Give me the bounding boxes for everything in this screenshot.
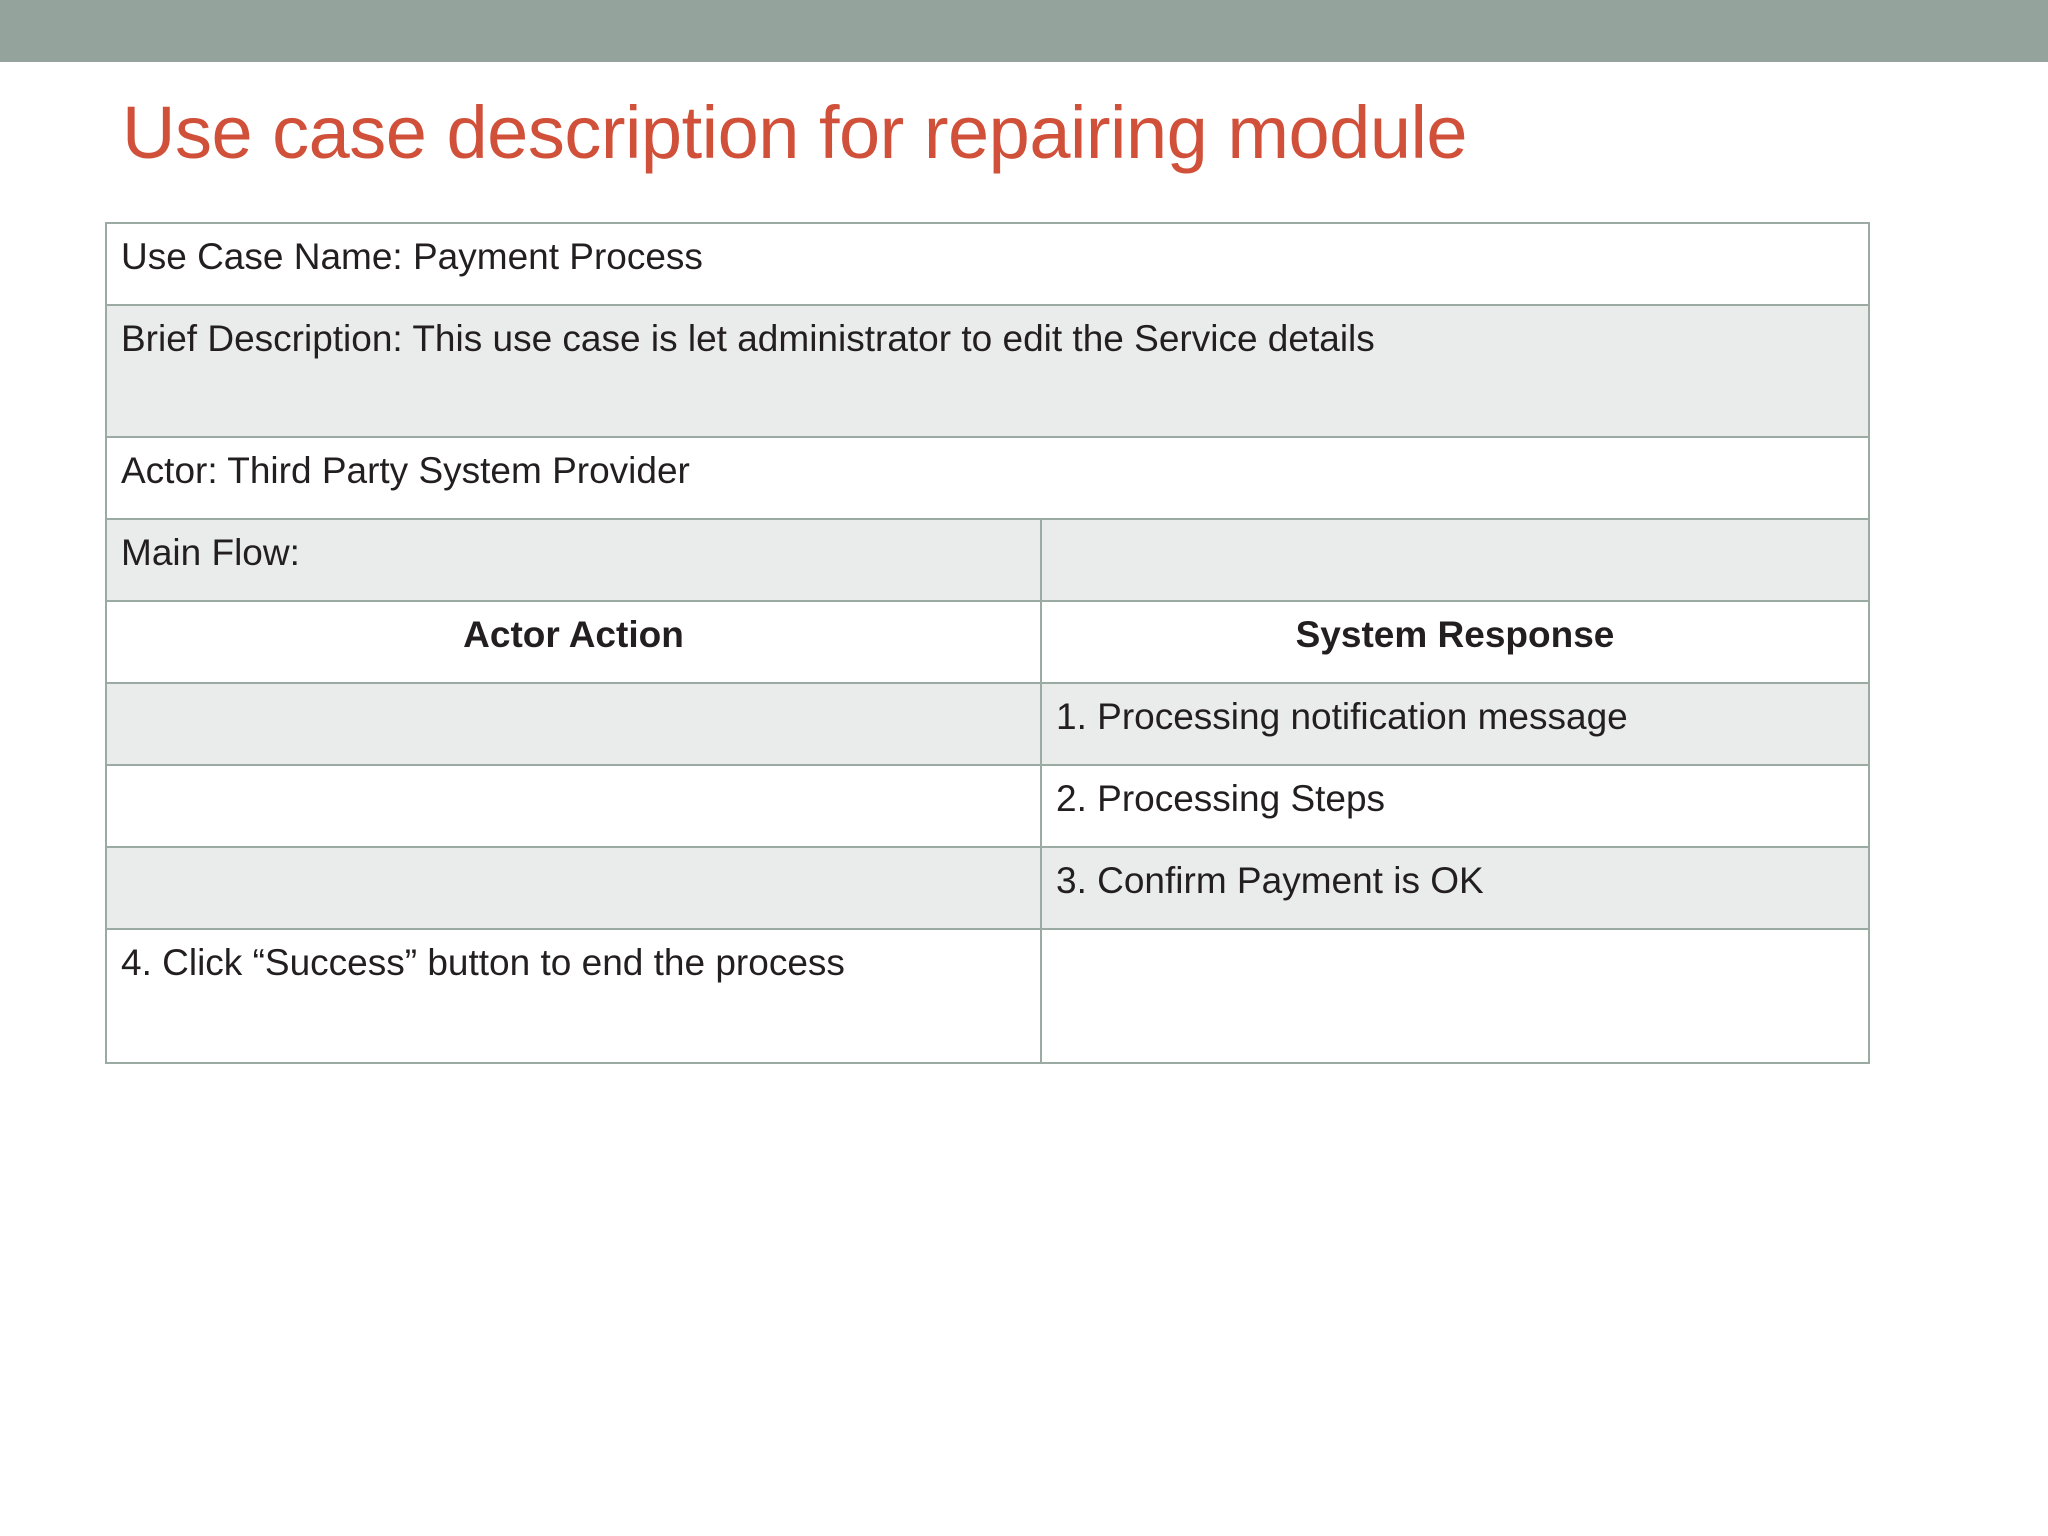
column-header-actor-action: Actor Action (105, 600, 1042, 684)
actor-cell: Actor: Third Party System Provider (105, 436, 1870, 520)
table-row-use-case-name: Use Case Name: Payment Process (105, 222, 1870, 306)
brief-description-cell: Brief Description: This use case is let … (105, 304, 1870, 438)
use-case-name-cell: Use Case Name: Payment Process (105, 222, 1870, 306)
column-header-system-response: System Response (1040, 600, 1870, 684)
actor-action-cell (105, 682, 1042, 766)
use-case-description-table: Use Case Name: Payment Process Brief Des… (105, 222, 1870, 1064)
table-row-column-headers: Actor Action System Response (105, 600, 1870, 684)
actor-action-cell: 4. Click “Success” button to end the pro… (105, 928, 1042, 1064)
table-row: 1. Processing notification message (105, 682, 1870, 766)
table-row-actor: Actor: Third Party System Provider (105, 436, 1870, 520)
system-response-cell (1040, 928, 1870, 1064)
actor-action-cell (105, 846, 1042, 930)
table-row: 4. Click “Success” button to end the pro… (105, 928, 1870, 1064)
table-row: 2. Processing Steps (105, 764, 1870, 848)
main-flow-label-cell: Main Flow: (105, 518, 1042, 602)
system-response-cell: 1. Processing notification message (1040, 682, 1870, 766)
actor-action-cell (105, 764, 1042, 848)
table-row-brief-description: Brief Description: This use case is let … (105, 304, 1870, 438)
top-banner (0, 0, 2048, 62)
table-row-main-flow: Main Flow: (105, 518, 1870, 602)
main-flow-right-cell (1040, 518, 1870, 602)
system-response-cell: 3. Confirm Payment is OK (1040, 846, 1870, 930)
system-response-cell: 2. Processing Steps (1040, 764, 1870, 848)
table-row: 3. Confirm Payment is OK (105, 846, 1870, 930)
page-title: Use case description for repairing modul… (122, 91, 1468, 174)
